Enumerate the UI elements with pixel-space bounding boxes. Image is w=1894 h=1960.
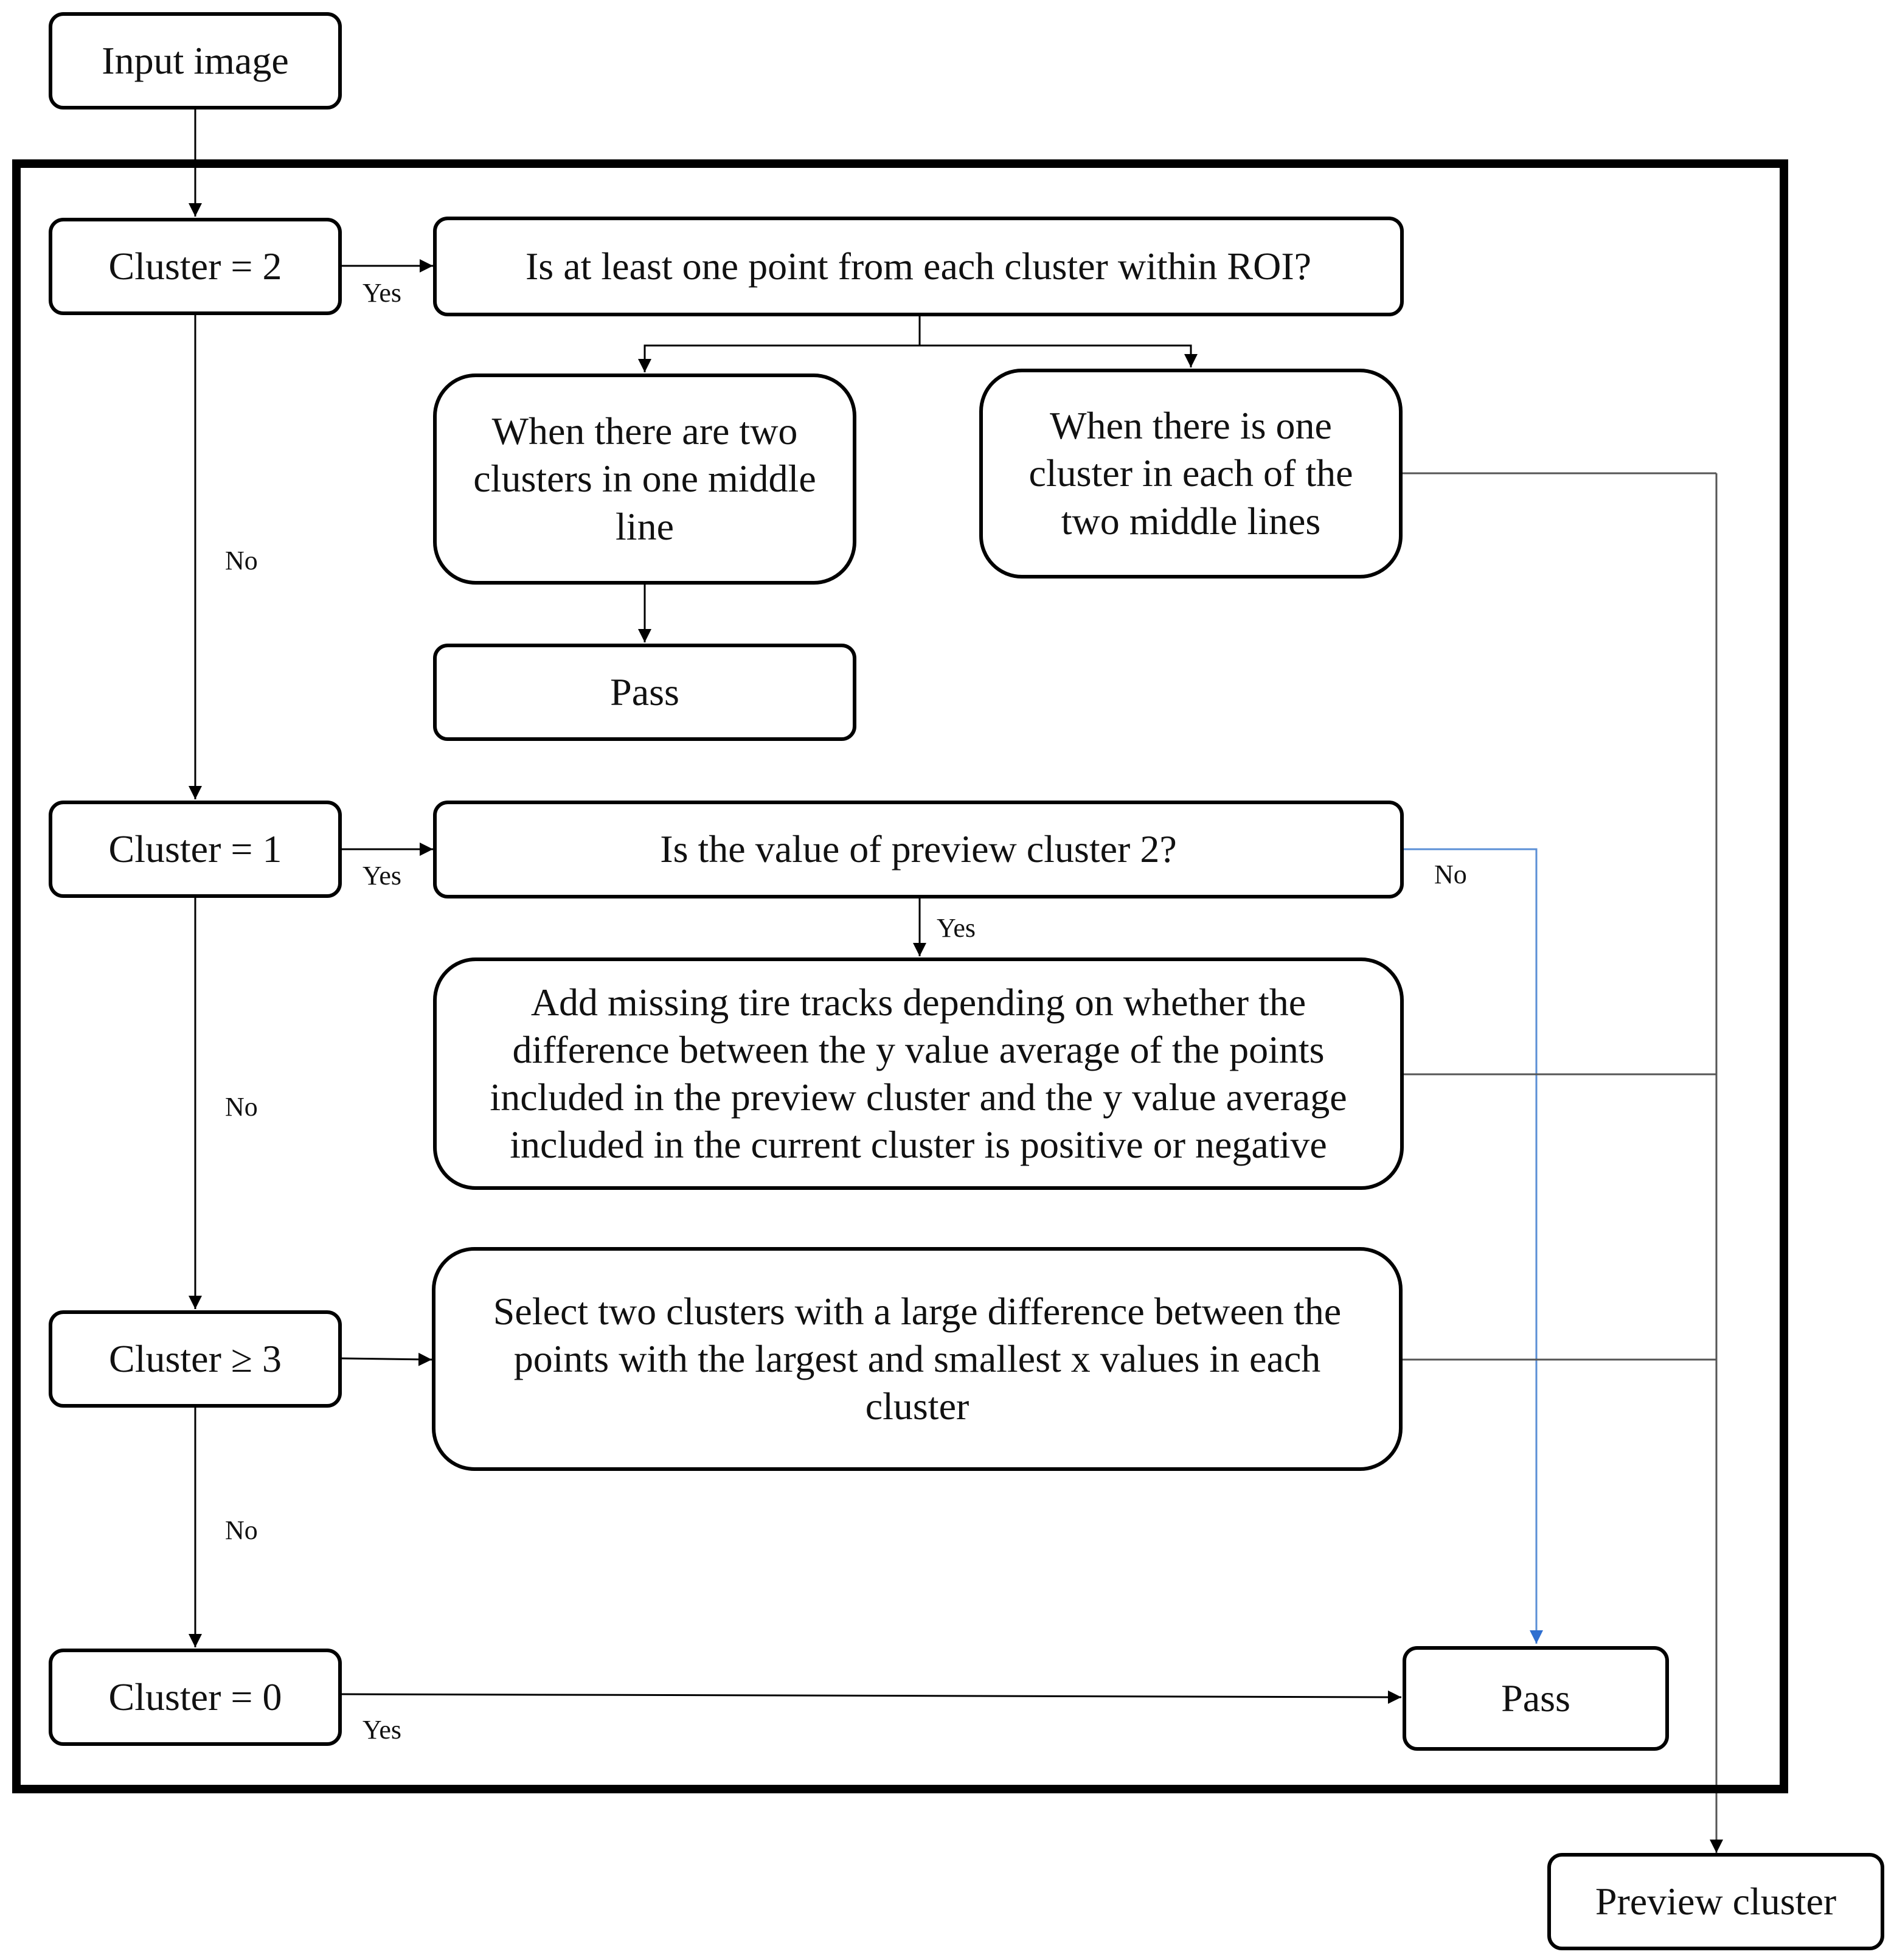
edge-cluster3-to-select bbox=[341, 1352, 432, 1366]
label-no-cluster2: No bbox=[225, 546, 258, 575]
cluster-eq-1-node: Cluster = 1 bbox=[49, 801, 342, 898]
label-no-cluster1: No bbox=[225, 1092, 258, 1122]
edge-roi-split-right bbox=[920, 344, 1198, 367]
edge-roi-split bbox=[638, 316, 921, 372]
preview-question-node: Is the value of preview cluster 2? bbox=[433, 801, 1404, 898]
select-two-clusters-node: Select two clusters with a large differe… bbox=[432, 1247, 1403, 1471]
label-no-cluster3: No bbox=[225, 1515, 258, 1545]
label-yes-cluster0: Yes bbox=[362, 1715, 402, 1745]
cluster-ge-3-node: Cluster ≥ 3 bbox=[49, 1310, 342, 1408]
preview-cluster-node: Preview cluster bbox=[1547, 1853, 1884, 1950]
one-cluster-each-line-node: When there is one cluster in each of the… bbox=[979, 369, 1403, 579]
two-clusters-one-line-node: When there are two clusters in one middl… bbox=[433, 374, 856, 585]
label-yes-preview: Yes bbox=[937, 913, 976, 943]
label-yes-cluster2: Yes bbox=[362, 278, 402, 308]
edge-preview-no bbox=[1404, 848, 1543, 1644]
pass-bottom-node: Pass bbox=[1403, 1646, 1669, 1751]
edge-cluster0-yes bbox=[341, 1690, 1402, 1704]
processing-frame bbox=[12, 159, 1788, 1793]
input-image-node: Input image bbox=[49, 12, 342, 109]
label-no-preview: No bbox=[1434, 860, 1467, 889]
add-missing-tracks-node: Add missing tire tracks depending on whe… bbox=[433, 957, 1404, 1190]
pass-top-node: Pass bbox=[433, 644, 856, 741]
cluster-eq-2-node: Cluster = 2 bbox=[49, 218, 342, 315]
roi-question-node: Is at least one point from each cluster … bbox=[433, 217, 1404, 316]
cluster-eq-0-node: Cluster = 0 bbox=[49, 1649, 342, 1746]
label-yes-cluster1: Yes bbox=[362, 861, 402, 891]
